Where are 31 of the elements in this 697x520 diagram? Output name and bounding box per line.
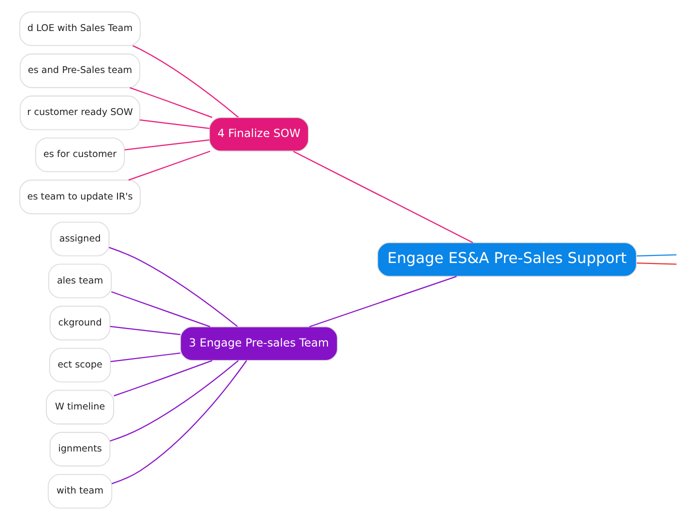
node-box: d LOE with Sales Team bbox=[19, 11, 141, 46]
connector bbox=[110, 360, 239, 442]
node-box: 4 Finalize SOW bbox=[208, 117, 309, 152]
connector bbox=[636, 254, 676, 257]
node-box: Engage ES&A Pre-Sales Support bbox=[377, 242, 637, 277]
node-box: assigned bbox=[50, 222, 110, 256]
connector bbox=[124, 139, 210, 150]
connector bbox=[111, 291, 210, 328]
connector bbox=[130, 87, 212, 118]
node-box: r customer ready SOW bbox=[20, 96, 140, 130]
connector bbox=[140, 119, 210, 129]
node-box: W timeline bbox=[46, 390, 114, 424]
node-box: es for customer bbox=[35, 138, 125, 172]
node-box: ckground bbox=[50, 306, 110, 340]
connector bbox=[110, 352, 180, 362]
connector bbox=[636, 262, 676, 265]
node-box: es team to update IR's bbox=[19, 180, 141, 214]
connector bbox=[132, 45, 239, 118]
connector bbox=[128, 150, 210, 181]
node-box: 3 Engage Pre-sales Team bbox=[180, 326, 338, 361]
connector bbox=[293, 150, 474, 244]
node-box: ignments bbox=[50, 432, 110, 466]
node-box: with team bbox=[48, 474, 112, 509]
node-box: ect scope bbox=[49, 348, 111, 382]
connector bbox=[114, 360, 212, 396]
node-box: es and Pre-Sales team bbox=[20, 54, 140, 88]
node-box: ales team bbox=[48, 264, 112, 298]
connector bbox=[108, 246, 238, 327]
connector bbox=[110, 326, 180, 336]
connector bbox=[112, 360, 248, 484]
connector bbox=[309, 276, 457, 328]
